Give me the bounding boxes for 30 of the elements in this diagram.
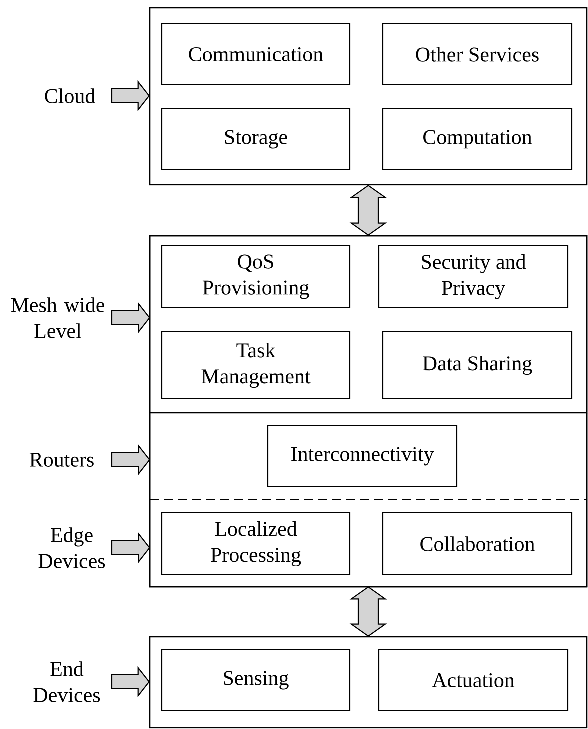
- block-arrow: [111, 666, 150, 698]
- function-box: Security and Privacy: [378, 245, 569, 309]
- function-box: Actuation: [378, 649, 569, 712]
- layer-frame: [149, 636, 588, 729]
- function-box: QoS Provisioning: [161, 245, 351, 309]
- layer-label: Cloud: [45, 88, 96, 104]
- layer-band: [149, 500, 588, 588]
- layer-label: Mesh wide Level: [11, 298, 104, 338]
- function-box: Localized Processing: [161, 512, 351, 576]
- layer-label: Routers: [30, 453, 94, 467]
- block-arrow: [350, 184, 388, 236]
- layer-band: [149, 412, 588, 501]
- function-box: Task Management: [161, 331, 351, 400]
- function-box: Sensing: [161, 649, 351, 712]
- block-arrow: [111, 444, 150, 476]
- function-box: Storage: [161, 108, 351, 171]
- function-box: Computation: [382, 108, 573, 171]
- block-arrow: [111, 80, 150, 112]
- layer-frame: [149, 7, 588, 186]
- function-box: Data Sharing: [382, 331, 573, 400]
- function-box: Communication: [161, 23, 351, 86]
- function-box: Other Services: [382, 23, 573, 86]
- layer-label: Edge Devices: [38, 528, 106, 568]
- layer-band: [149, 235, 588, 414]
- function-box: Collaboration: [382, 512, 573, 576]
- function-box: Interconnectivity: [267, 425, 458, 488]
- block-arrow: [111, 302, 150, 334]
- block-arrow: [111, 532, 150, 564]
- layer-label: End Devices: [34, 662, 100, 702]
- block-arrow: [350, 586, 388, 638]
